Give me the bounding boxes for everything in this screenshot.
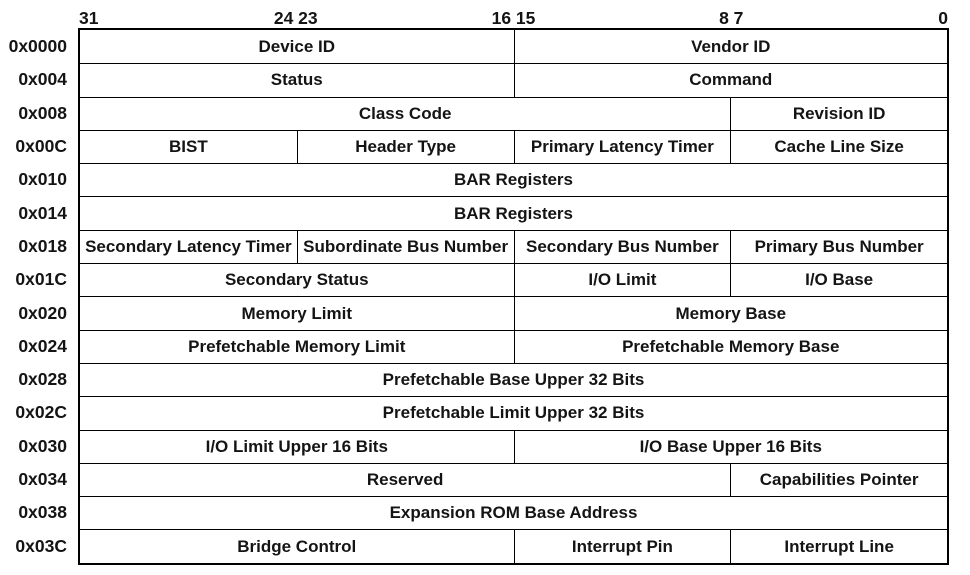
address-label: 0x00C <box>15 136 67 157</box>
register-cell: I/O Base <box>730 263 947 297</box>
register-cell: Primary Latency Timer <box>513 129 731 164</box>
register-cell: I/O Limit <box>513 263 731 297</box>
register-cell: Subordinate Bus Number <box>296 229 514 264</box>
address-label: 0x020 <box>18 302 67 323</box>
register-cell: Memory Limit <box>80 296 514 330</box>
address-label: 0x028 <box>18 369 67 390</box>
bit-label-8-7: 8 7 <box>719 7 744 28</box>
bit-label-31: 31 <box>79 7 99 28</box>
bit-label-0: 0 <box>938 7 948 28</box>
register-cell: Command <box>513 63 947 97</box>
register-cell: Secondary Latency Timer <box>80 229 297 264</box>
register-cell: Class Code <box>80 96 731 130</box>
register-cell: Interrupt Line <box>730 529 947 563</box>
address-label: 0x014 <box>18 202 67 223</box>
address-label: 0x030 <box>18 435 67 456</box>
register-cell: I/O Base Upper 16 Bits <box>513 429 947 463</box>
register-cell: Device ID <box>80 30 514 64</box>
register-cell: Prefetchable Memory Base <box>513 329 947 363</box>
register-cell: Header Type <box>296 129 514 164</box>
register-cell: Primary Bus Number <box>730 229 947 264</box>
bit-label-24-23: 24 23 <box>273 7 318 28</box>
register-cell: BIST <box>80 129 297 164</box>
address-label: 0x008 <box>18 102 67 123</box>
bit-label-16-15: 16 15 <box>491 7 536 28</box>
register-cell: Expansion ROM Base Address <box>80 496 947 530</box>
register-cell: Revision ID <box>730 96 947 130</box>
register-cell: BAR Registers <box>80 163 947 197</box>
register-cell: Prefetchable Base Upper 32 Bits <box>80 362 947 397</box>
bit-position-ruler: 31 24 23 16 15 8 7 0 <box>78 0 949 28</box>
address-label: 0x03C <box>15 535 67 556</box>
register-cell: Interrupt Pin <box>513 529 731 563</box>
register-cell: Prefetchable Limit Upper 32 Bits <box>80 396 947 430</box>
address-label: 0x01C <box>15 269 67 290</box>
register-cell: Bridge Control <box>80 529 514 563</box>
address-column: 0x0000 0x004 0x008 0x00C 0x010 0x014 0x018 0x01… <box>0 28 78 563</box>
register-cell: Status <box>80 63 514 97</box>
address-label: 0x02C <box>15 402 67 423</box>
register-cell: Memory Base <box>513 296 947 330</box>
register-cell: BAR Registers <box>80 196 947 230</box>
register-cell: Cache Line Size <box>730 129 947 164</box>
address-label: 0x010 <box>18 169 67 190</box>
address-label: 0x0000 <box>8 36 67 57</box>
address-label: 0x038 <box>18 502 67 523</box>
address-label: 0x024 <box>18 335 67 356</box>
address-label: 0x004 <box>18 69 67 90</box>
register-cell: Secondary Status <box>80 263 514 297</box>
register-cell: Prefetchable Memory Limit <box>80 329 514 363</box>
register-cell: Secondary Bus Number <box>513 229 731 264</box>
register-cell: Capabilities Pointer <box>730 462 947 497</box>
register-cell: Reserved <box>80 462 731 497</box>
address-label: 0x034 <box>18 469 67 489</box>
register-cell: Vendor ID <box>513 30 947 64</box>
register-cell: I/O Limit Upper 16 Bits <box>80 429 514 463</box>
address-label: 0x018 <box>18 235 67 256</box>
